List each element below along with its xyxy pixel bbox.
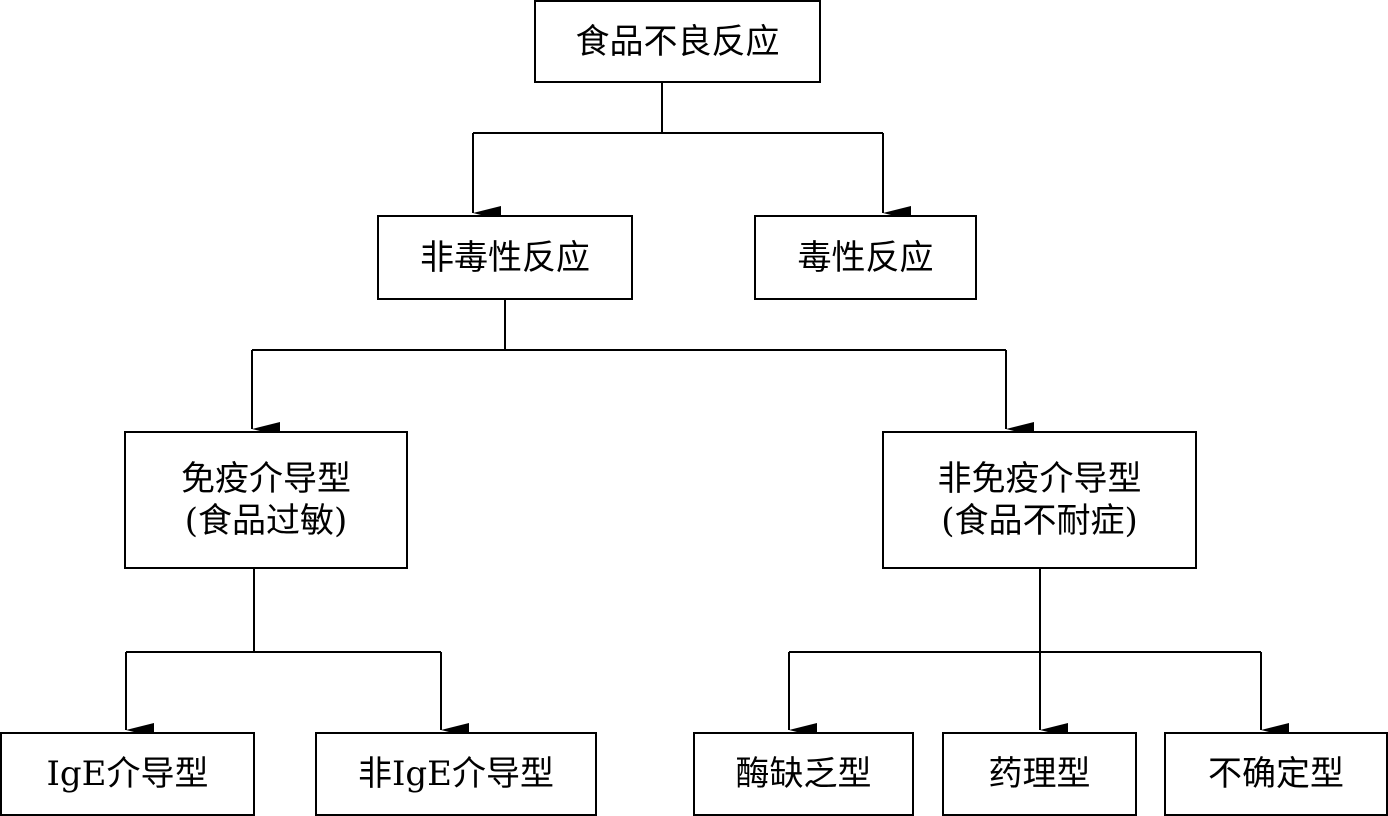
node-label: 药理型 bbox=[988, 754, 1091, 794]
node-label: IgE介导型 bbox=[46, 754, 209, 794]
node-immune-mediated: 免疫介导型 (食品过敏) bbox=[124, 431, 408, 569]
node-non-ige-mediated: 非IgE介导型 bbox=[315, 732, 597, 816]
node-undetermined: 不确定型 bbox=[1164, 732, 1388, 816]
node-label: 非IgE介导型 bbox=[357, 754, 554, 794]
node-label: 酶缺乏型 bbox=[735, 754, 872, 794]
node-label: 毒性反应 bbox=[797, 237, 934, 278]
node-non-toxic-reaction: 非毒性反应 bbox=[377, 215, 633, 300]
node-toxic-reaction: 毒性反应 bbox=[754, 215, 977, 300]
node-label: 免疫介导型 bbox=[181, 459, 351, 499]
node-label: 不确定型 bbox=[1208, 754, 1344, 794]
node-food-adverse-reaction: 食品不良反应 bbox=[534, 0, 821, 83]
node-label: 非免疫介导型 bbox=[937, 459, 1142, 499]
node-label: 食品不良反应 bbox=[575, 21, 780, 62]
node-sublabel: (食品不耐症) bbox=[941, 501, 1138, 541]
node-pharmacological: 药理型 bbox=[942, 732, 1137, 816]
node-non-immune-mediated: 非免疫介导型 (食品不耐症) bbox=[882, 431, 1197, 569]
node-ige-mediated: IgE介导型 bbox=[0, 732, 255, 816]
node-label: 非毒性反应 bbox=[420, 237, 590, 278]
node-sublabel: (食品过敏) bbox=[184, 501, 348, 541]
node-enzyme-deficiency: 酶缺乏型 bbox=[693, 732, 914, 816]
